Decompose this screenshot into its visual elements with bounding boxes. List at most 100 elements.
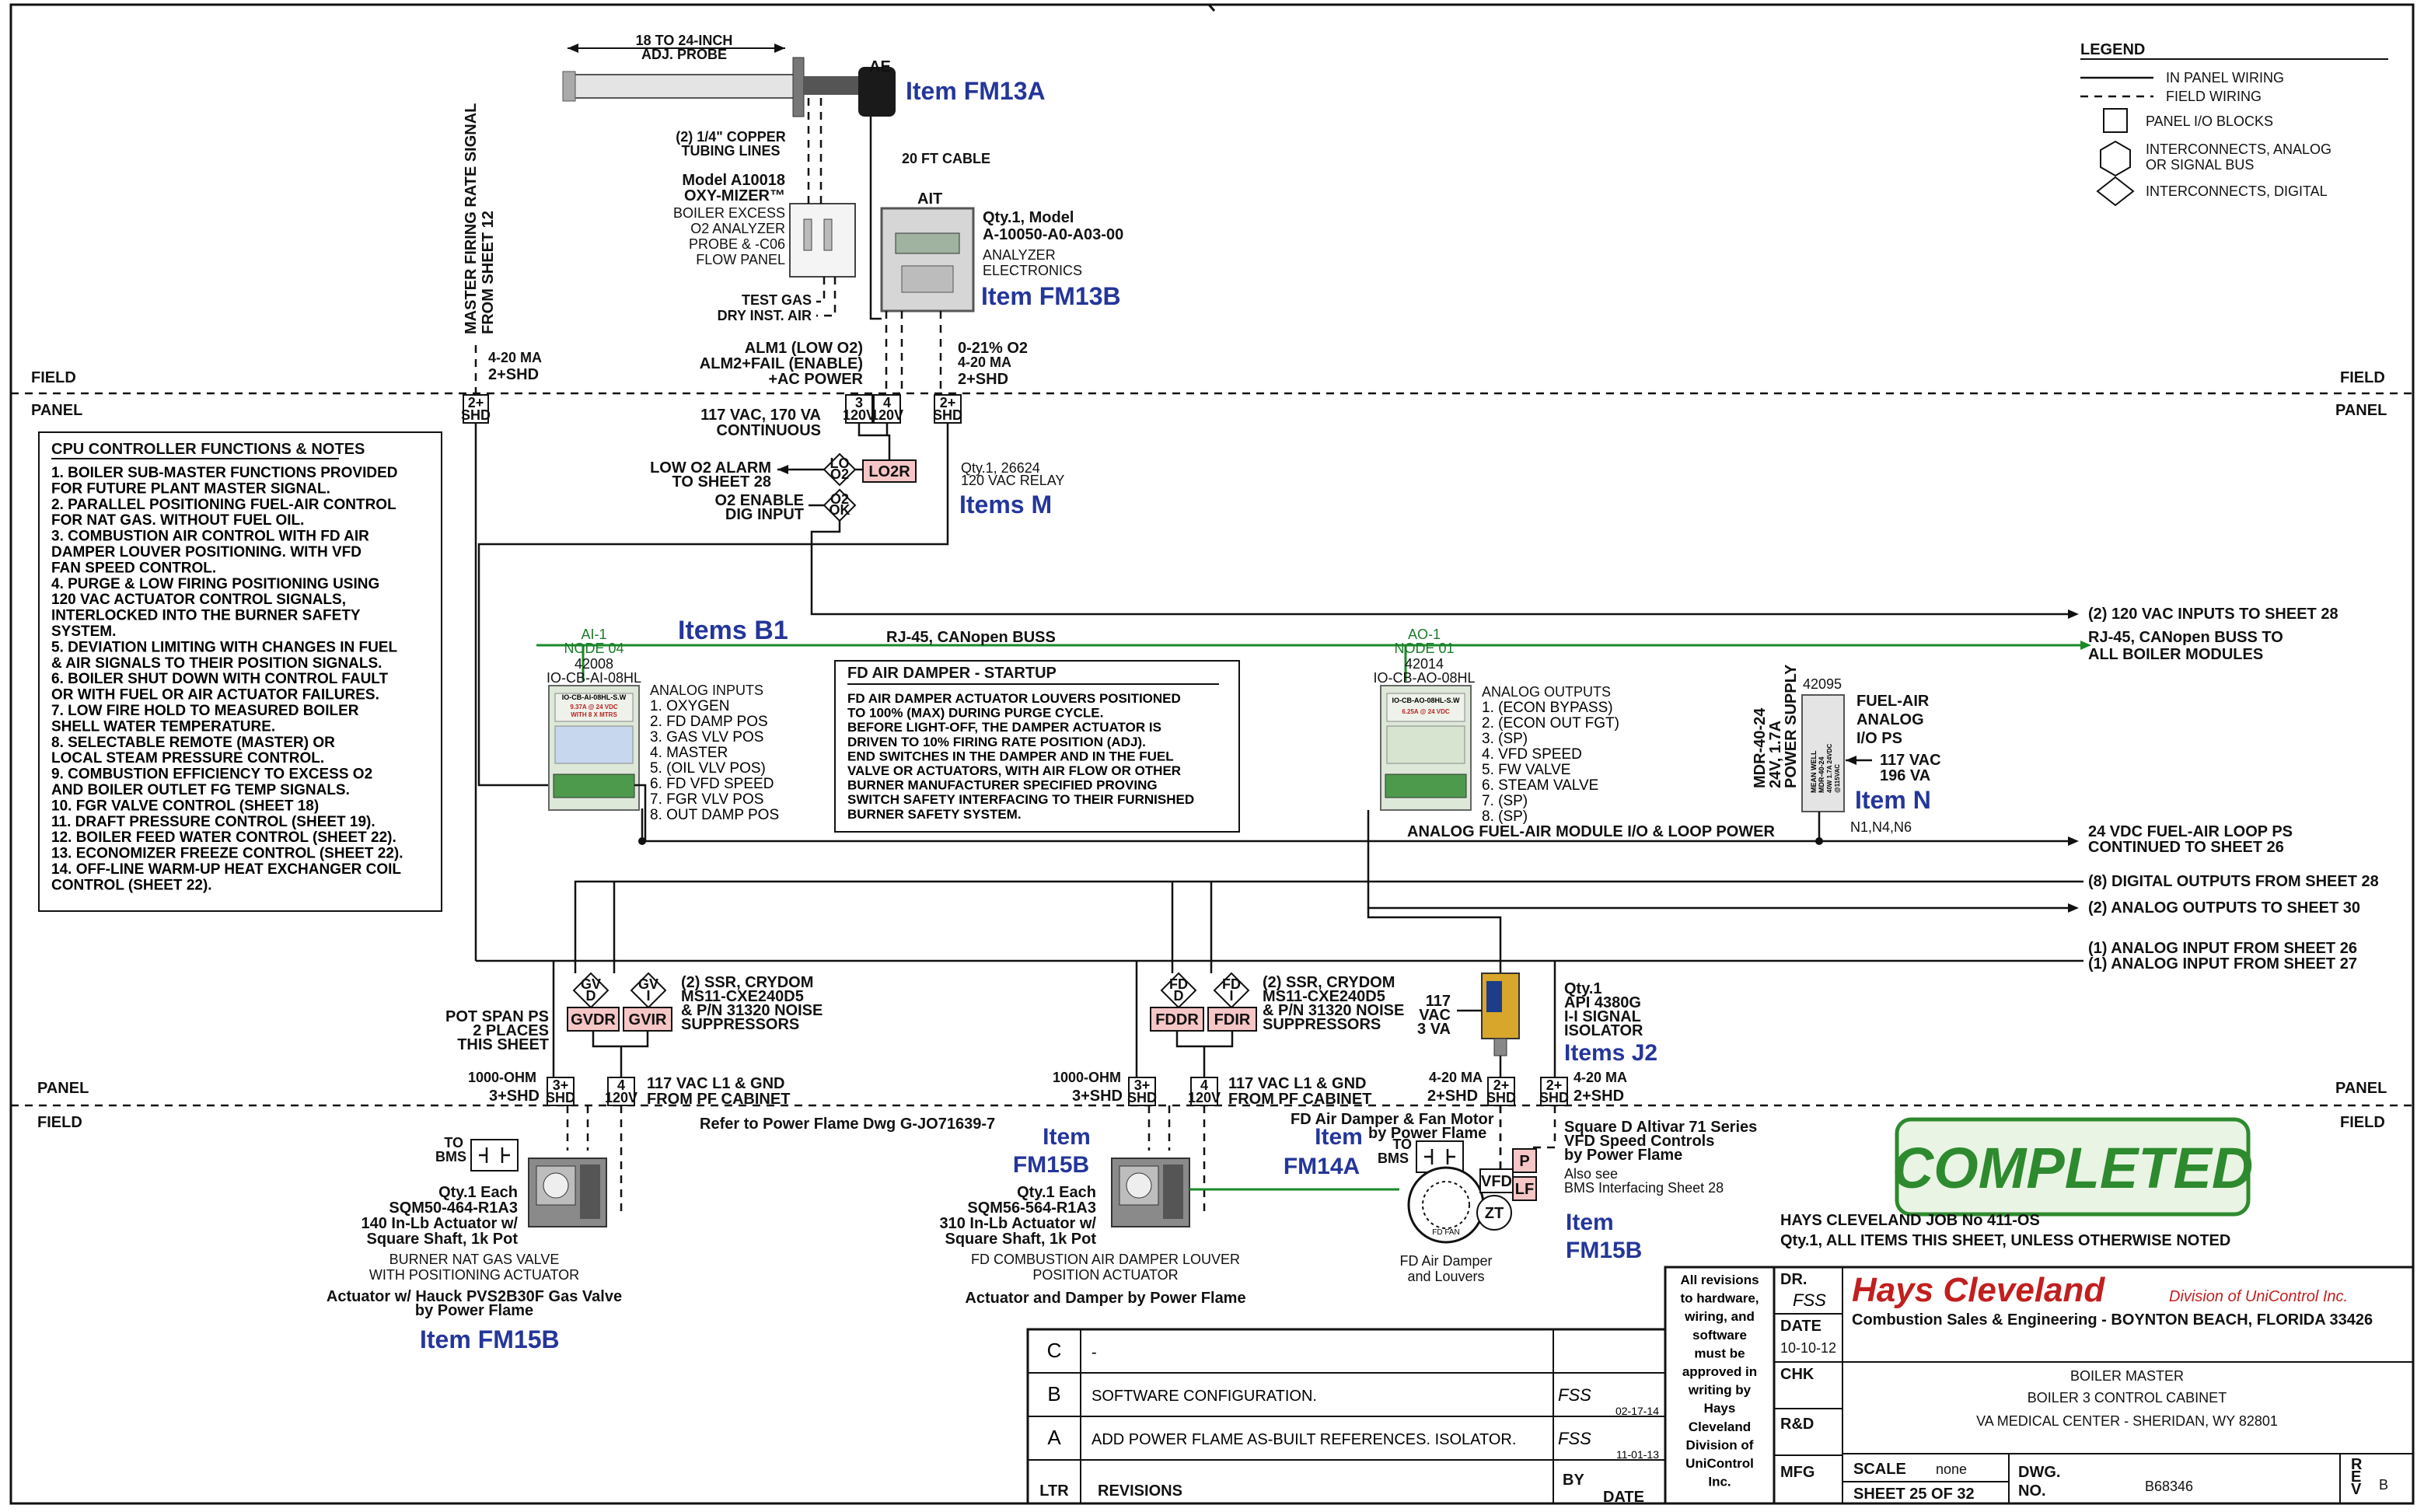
ao-output-item: 6. STEAM VALVE [1482, 777, 1598, 794]
gas-vac-1: 117 VAC L1 & GND [647, 1075, 784, 1092]
vac-170: 117 VAC, 170 VA [700, 407, 821, 424]
notes-line: LOCAL STEAM PRESSURE CONTROL. [51, 750, 324, 766]
damper-actuator [1111, 1158, 1190, 1227]
probe-desc-1: BOILER EXCESS [673, 205, 785, 221]
items-b1-label: Items B1 [678, 616, 788, 645]
lo2r-label: LO2R [868, 463, 910, 480]
iso-item-label: Items J2 [1564, 1040, 1657, 1066]
tb-dr-val: FSS [1793, 1290, 1826, 1310]
startup-line: BURNER SAFETY SYSTEM. [847, 807, 1022, 822]
fan-item-1: Item [1315, 1124, 1363, 1150]
tb-scale-val: none [1936, 1461, 1967, 1477]
gas-ssr-2: MS11-CXE240D5 [681, 988, 804, 1005]
startup-line: BURNER MANUFACTURER SPECIFIED PROVING [847, 778, 1158, 793]
disclaimer-line: wiring, and [1684, 1309, 1755, 1324]
rev-ltr: A [1047, 1426, 1061, 1449]
disclaimer-line: software [1692, 1328, 1747, 1343]
ai-inputs-title: ANALOG INPUTS [650, 683, 763, 698]
bus-label: RJ-45, CANopen BUSS [886, 629, 1056, 646]
iso-vac-2: VAC [1419, 1007, 1451, 1024]
ps-va: 196 VA [1880, 767, 1930, 784]
gvir-relay [623, 1007, 672, 1032]
gas-torque: 140 In-Lb Actuator w/ [361, 1215, 518, 1232]
master-io-shd: SHD [461, 407, 491, 423]
ps-junction [1815, 837, 1823, 845]
fdir-relay [1207, 1007, 1257, 1032]
probe-model-2: OXY-MIZER™ [684, 187, 785, 204]
gas-bms-contact [479, 1147, 510, 1163]
fd-fan-label: FD FAN [1432, 1228, 1460, 1237]
tb-rev-r: R [2351, 1456, 2363, 1473]
analog-out-ref: (2) ANALOG OUTPUTS TO SHEET 30 [2088, 899, 2360, 917]
ao-output-item: 4. VFD SPEED [1482, 746, 1582, 763]
fddr-label: FDDR [1155, 1011, 1199, 1028]
notes-title: CPU CONTROLLER FUNCTIONS & NOTES [51, 441, 365, 458]
isolator-label [1486, 981, 1502, 1012]
legend-title: LEGEND [2080, 41, 2145, 58]
tb-date: DATE [1780, 1318, 1821, 1335]
startup-line: TO 100% (MAX) DURING PURGE CYCLE. [847, 706, 1103, 721]
bus-drops [582, 645, 1407, 681]
o2-shd: 2+SHD [958, 371, 1008, 388]
probe-tip [562, 71, 576, 102]
rev-by: FSS [1558, 1385, 1591, 1405]
gas-act-1: Actuator w/ Hauck PVS2B30F Gas Valve [327, 1288, 622, 1305]
ai27-ref: (1) ANALOG INPUT FROM SHEET 27 [2088, 955, 2357, 972]
notes-line: 8. SELECTABLE REMOTE (MASTER) OR [51, 735, 335, 751]
disclaimer-line: All revisions [1680, 1273, 1759, 1287]
enable-2: DIG INPUT [725, 506, 804, 523]
iso-desc-1: I-I SIGNAL [1564, 1008, 1641, 1025]
panel-label-tr: PANEL [2335, 402, 2387, 419]
damper-shaft: Square Shaft, 1k Pot [945, 1231, 1097, 1248]
damper-io-3-shd: SHD [1127, 1090, 1157, 1105]
ao-label-area [1386, 693, 1465, 722]
fan-bms-contact [1424, 1149, 1455, 1165]
notes-line: DAMPER LOUVER POSITIONING. WITH VFD [51, 544, 362, 560]
probe-flange [792, 57, 805, 117]
ao-tag-2: NODE 01 [1394, 641, 1454, 656]
dry-air-line [816, 277, 837, 317]
top-tick [1207, 4, 1216, 12]
gas-ssr-1: (2) SSR, CRYDOM [681, 974, 813, 991]
relay-feed-wire [857, 423, 891, 460]
probe-model-1: Model A10018 [682, 172, 785, 189]
tb-rd: R&D [1780, 1416, 1814, 1433]
legend-io-square [2103, 108, 2128, 133]
damper-io-3 [1128, 1077, 1156, 1106]
rev-ltr-header: LTR [1039, 1482, 1069, 1500]
tb-dwg-1: DWG. [2018, 1464, 2060, 1481]
startup-line: VALVE OR ACTUATORS, WITH AIR FLOW OR OTH… [847, 763, 1181, 778]
alarm-io-4 [873, 394, 901, 424]
tb-title-2: BOILER 3 CONTROL CABINET [2028, 1390, 2227, 1405]
damper-ohm: 1000-OHM [1053, 1070, 1121, 1085]
ai-input-item: 1. OXYGEN [650, 698, 729, 714]
master-ma: 4-20 MA [488, 350, 542, 365]
ao-tag-1: AO-1 [1408, 627, 1441, 642]
field-label-br: FIELD [2340, 1114, 2385, 1131]
o2-signal-wire [477, 423, 949, 787]
analyzer-desc-1: ANALYZER [983, 247, 1056, 263]
startup-line: END SWITCHES IN THE DAMPER AND IN THE FU… [847, 749, 1174, 763]
ao-module: AO-1 NODE 01 42014 IO-CB-AO-08HL IO-CB-A… [1367, 627, 2079, 973]
ps-vac: 117 VAC [1880, 752, 1941, 769]
iso-desc-2: ISOLATOR [1564, 1022, 1643, 1039]
fdir-label: FDIR [1214, 1011, 1251, 1028]
ps-face-4: @115VAC [1834, 764, 1841, 793]
legend-analog-1: INTERCONNECTS, ANALOG [2146, 141, 2331, 157]
gas-actuator-dial [543, 1172, 569, 1199]
vac-continuous: CONTINUOUS [717, 422, 821, 439]
ai-tag-1: AI-1 [581, 627, 606, 642]
bus-out-2: ALL BOILER MODULES [2088, 646, 2263, 663]
damper-act: Actuator and Damper by Power Flame [965, 1290, 1245, 1307]
ai-terminal-block [553, 773, 635, 798]
notes-line: 4. PURGE & LOW FIRING POSITIONING USING [51, 576, 379, 592]
lo2r-relay [862, 459, 917, 483]
notes-line: & AIR SIGNALS TO THEIR POSITION SIGNALS. [51, 655, 382, 672]
disclaimer-line: Division of [1686, 1437, 1754, 1452]
ps-model-3: POWER SUPPLY [1783, 664, 1800, 788]
rev-date: 02-17-14 [1615, 1405, 1659, 1417]
alarm-io-3-v: 120V [843, 407, 875, 423]
gas-act-2: by Power Flame [415, 1302, 533, 1319]
